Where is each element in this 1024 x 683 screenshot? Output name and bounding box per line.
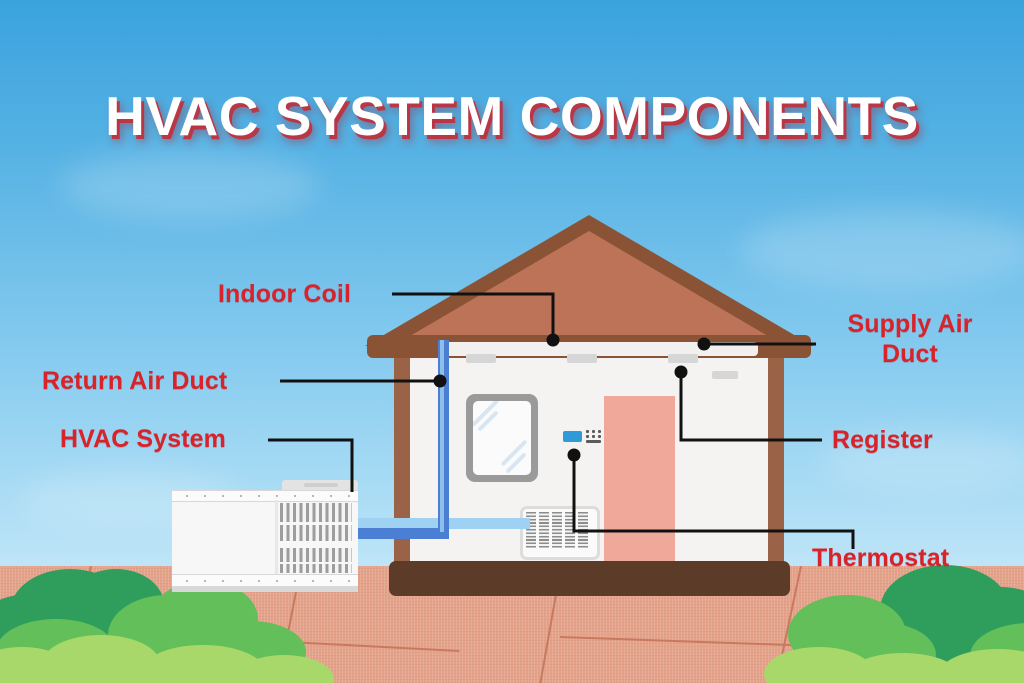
leader-register [679, 372, 822, 442]
label-register: Register [832, 426, 933, 454]
label-hvac-system: HVAC System [60, 425, 226, 453]
label-thermostat: Thermostat [812, 544, 950, 572]
bush-cluster-right [764, 563, 1024, 683]
label-return-air-duct: Return Air Duct [42, 367, 228, 395]
cloud-shape [60, 150, 320, 220]
leader-dot-thermostat [567, 448, 581, 462]
page-title: HVAC SYSTEM COMPONENTS [105, 85, 919, 147]
leader-indoor-coil [392, 292, 555, 338]
label-supply-air-duct: Supply Air Duct [847, 310, 973, 368]
leader-dot-indoor-coil [546, 333, 560, 347]
label-indoor-coil: Indoor Coil [218, 280, 352, 308]
leader-dot-supply-air-duct [697, 337, 711, 351]
leader-thermostat [572, 456, 855, 549]
leader-dot-return-air-duct [433, 374, 447, 388]
cloud-shape [820, 430, 1024, 490]
bush-cluster-left [0, 563, 350, 683]
leader-hvac-system [268, 438, 354, 492]
leader-dot-register [674, 365, 688, 379]
